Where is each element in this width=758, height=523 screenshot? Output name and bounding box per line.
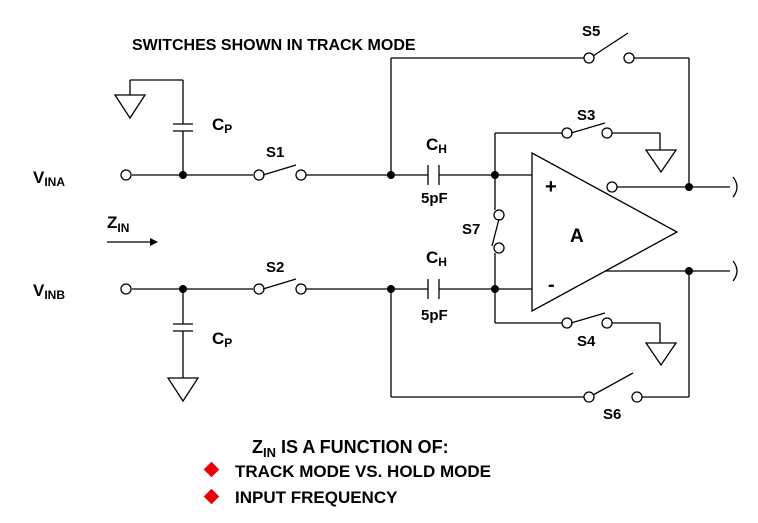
cp-a-capacitor xyxy=(129,79,193,175)
switch-s1 xyxy=(253,164,307,181)
bullet-diamond-icon xyxy=(203,461,220,478)
vinb-label: VINB xyxy=(33,281,65,302)
switch-s6 xyxy=(390,271,690,403)
zin-arrow xyxy=(107,238,158,246)
switch-s4-label: S4 xyxy=(577,333,596,350)
ch-b-value: 5pF xyxy=(421,307,448,324)
vina-label: VINA xyxy=(33,168,65,189)
vinb-terminal xyxy=(120,283,132,295)
footer-bullet-1: TRACK MODE VS. HOLD MODE xyxy=(203,461,491,481)
input-b-line xyxy=(120,283,532,295)
amp-minus-sign: - xyxy=(548,274,555,296)
cp-b-label: CP xyxy=(212,329,232,350)
vina-terminal xyxy=(120,169,132,181)
cp-b-capacitor xyxy=(173,289,193,378)
cp-a-label: CP xyxy=(212,115,232,136)
ground-icon xyxy=(644,342,678,367)
footer-title: ZIN IS A FUNCTION OF: xyxy=(252,437,449,460)
input-a-line xyxy=(120,169,532,181)
ch-a-label: CH xyxy=(426,135,447,156)
switch-s2 xyxy=(253,278,307,295)
ground-icon xyxy=(166,377,200,403)
ch-a-value: 5pF xyxy=(421,190,448,207)
bullet-diamond-icon xyxy=(203,488,220,505)
switch-s3-label: S3 xyxy=(577,107,595,124)
amp-label: A xyxy=(570,226,584,247)
switch-s5-label: S5 xyxy=(582,23,600,40)
ground-icon xyxy=(113,94,147,120)
ground-icon xyxy=(644,149,678,174)
output-minus xyxy=(606,260,738,282)
ch-b-label: CH xyxy=(426,248,447,269)
ch-b-capacitor xyxy=(427,279,440,299)
switch-s2-label: S2 xyxy=(266,259,284,276)
footer-bullet-2: INPUT FREQUENCY xyxy=(203,488,398,507)
switch-s6-label: S6 xyxy=(603,406,621,423)
switch-s7 xyxy=(491,175,505,289)
switch-s4 xyxy=(494,289,661,343)
switch-s3 xyxy=(494,122,661,175)
footer-bullet-2-text: INPUT FREQUENCY xyxy=(235,488,398,507)
switch-s1-label: S1 xyxy=(266,144,284,161)
output-plus xyxy=(606,176,738,198)
amplifier-a xyxy=(531,151,679,313)
amp-plus-sign: + xyxy=(545,176,557,198)
ch-a-capacitor xyxy=(427,165,440,185)
switch-s5 xyxy=(390,32,690,187)
switch-s7-label: S7 xyxy=(462,221,480,238)
footer-bullet-1-text: TRACK MODE VS. HOLD MODE xyxy=(235,462,491,481)
zin-label: ZIN xyxy=(107,213,129,235)
header-text: SWITCHES SHOWN IN TRACK MODE xyxy=(132,37,416,54)
